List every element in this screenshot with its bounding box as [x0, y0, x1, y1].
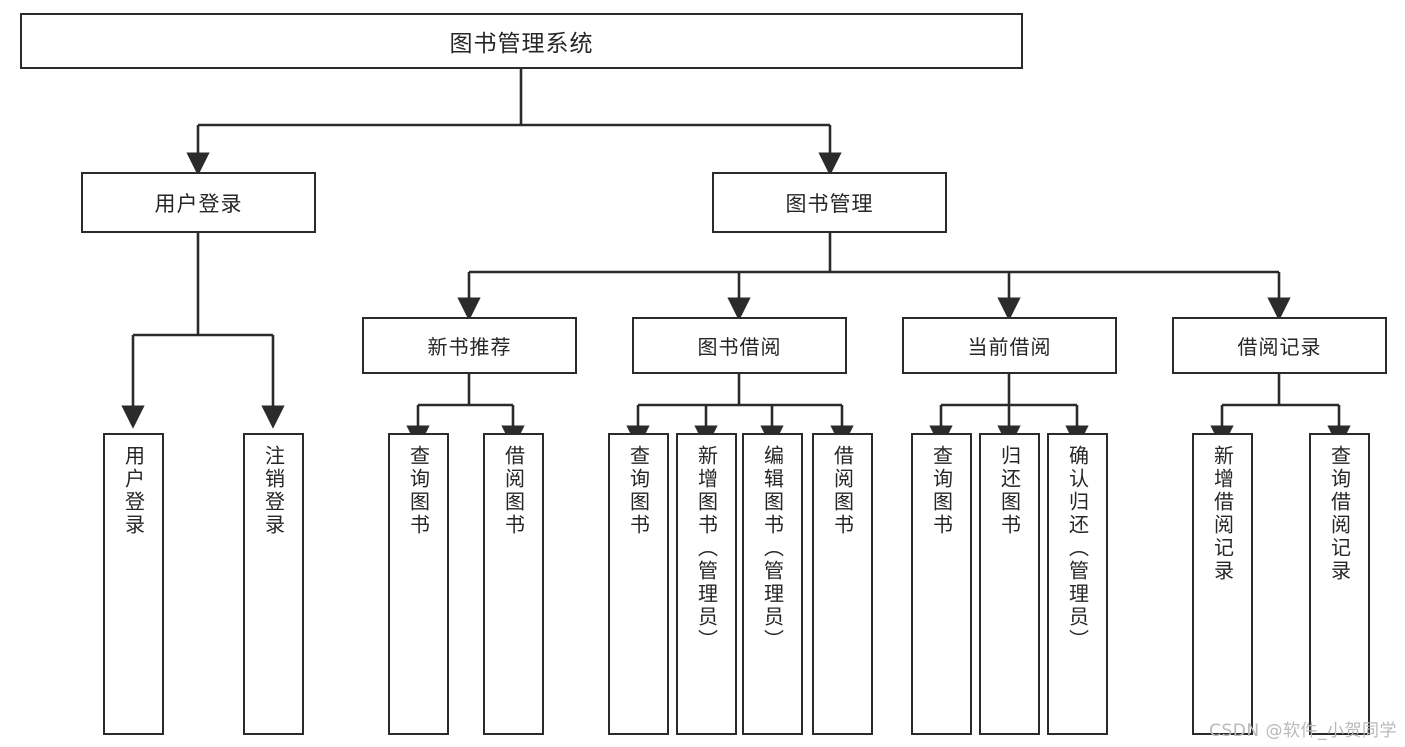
node-label-root: 图书管理系统	[449, 31, 594, 57]
node-book-borrow[interactable]: 图书借阅	[632, 317, 847, 374]
node-leaf-query-borrow-record[interactable]: 查询借阅记录	[1309, 433, 1370, 735]
node-label-leaf-add-borrow-record: 新增借阅记录	[1210, 445, 1235, 583]
node-label-leaf-borrow-book-1: 借阅图书	[501, 445, 526, 537]
node-leaf-query-book-2[interactable]: 查询图书	[608, 433, 669, 735]
node-label-leaf-add-book-admin: 新增图书（管理员）	[694, 445, 719, 652]
node-label-leaf-query-book-1: 查询图书	[406, 445, 431, 537]
node-borrow-record[interactable]: 借阅记录	[1172, 317, 1387, 374]
node-leaf-borrow-book-2[interactable]: 借阅图书	[812, 433, 873, 735]
node-new-book-recommend[interactable]: 新书推荐	[362, 317, 577, 374]
node-label-book-borrow: 图书借阅	[697, 335, 782, 359]
node-leaf-query-book-1[interactable]: 查询图书	[388, 433, 449, 735]
node-leaf-borrow-book-1[interactable]: 借阅图书	[483, 433, 544, 735]
node-leaf-query-book-3[interactable]: 查询图书	[911, 433, 972, 735]
node-user-login[interactable]: 用户登录	[81, 172, 316, 233]
node-leaf-logout-login[interactable]: 注销登录	[243, 433, 304, 735]
node-label-new-book-recommend: 新书推荐	[427, 335, 512, 359]
node-label-leaf-logout-login: 注销登录	[261, 445, 286, 537]
node-label-leaf-query-borrow-record: 查询借阅记录	[1327, 445, 1352, 583]
node-book-management-system[interactable]: 图书管理系统	[20, 13, 1023, 69]
node-label-current-borrow: 当前借阅	[967, 335, 1052, 359]
node-label-borrow-record: 借阅记录	[1237, 335, 1322, 359]
node-label-leaf-confirm-return-admin: 确认归还（管理员）	[1065, 445, 1090, 652]
node-leaf-confirm-return-admin[interactable]: 确认归还（管理员）	[1047, 433, 1108, 735]
node-leaf-return-book[interactable]: 归还图书	[979, 433, 1040, 735]
node-label-user-login: 用户登录	[154, 191, 243, 216]
watermark-text: CSDN @软件_小贺同学	[1209, 721, 1397, 741]
node-leaf-add-borrow-record[interactable]: 新增借阅记录	[1192, 433, 1253, 735]
node-label-book-management: 图书管理	[785, 191, 874, 216]
node-label-leaf-query-book-2: 查询图书	[626, 445, 651, 537]
node-leaf-add-book-admin[interactable]: 新增图书（管理员）	[676, 433, 737, 735]
node-label-leaf-return-book: 归还图书	[997, 445, 1022, 537]
node-current-borrow[interactable]: 当前借阅	[902, 317, 1117, 374]
node-label-leaf-user-login: 用户登录	[121, 445, 146, 537]
node-label-leaf-query-book-3: 查询图书	[929, 445, 954, 537]
node-label-leaf-edit-book-admin: 编辑图书（管理员）	[760, 445, 785, 652]
node-label-leaf-borrow-book-2: 借阅图书	[830, 445, 855, 537]
node-leaf-user-login[interactable]: 用户登录	[103, 433, 164, 735]
node-leaf-edit-book-admin[interactable]: 编辑图书（管理员）	[742, 433, 803, 735]
node-book-management[interactable]: 图书管理	[712, 172, 947, 233]
